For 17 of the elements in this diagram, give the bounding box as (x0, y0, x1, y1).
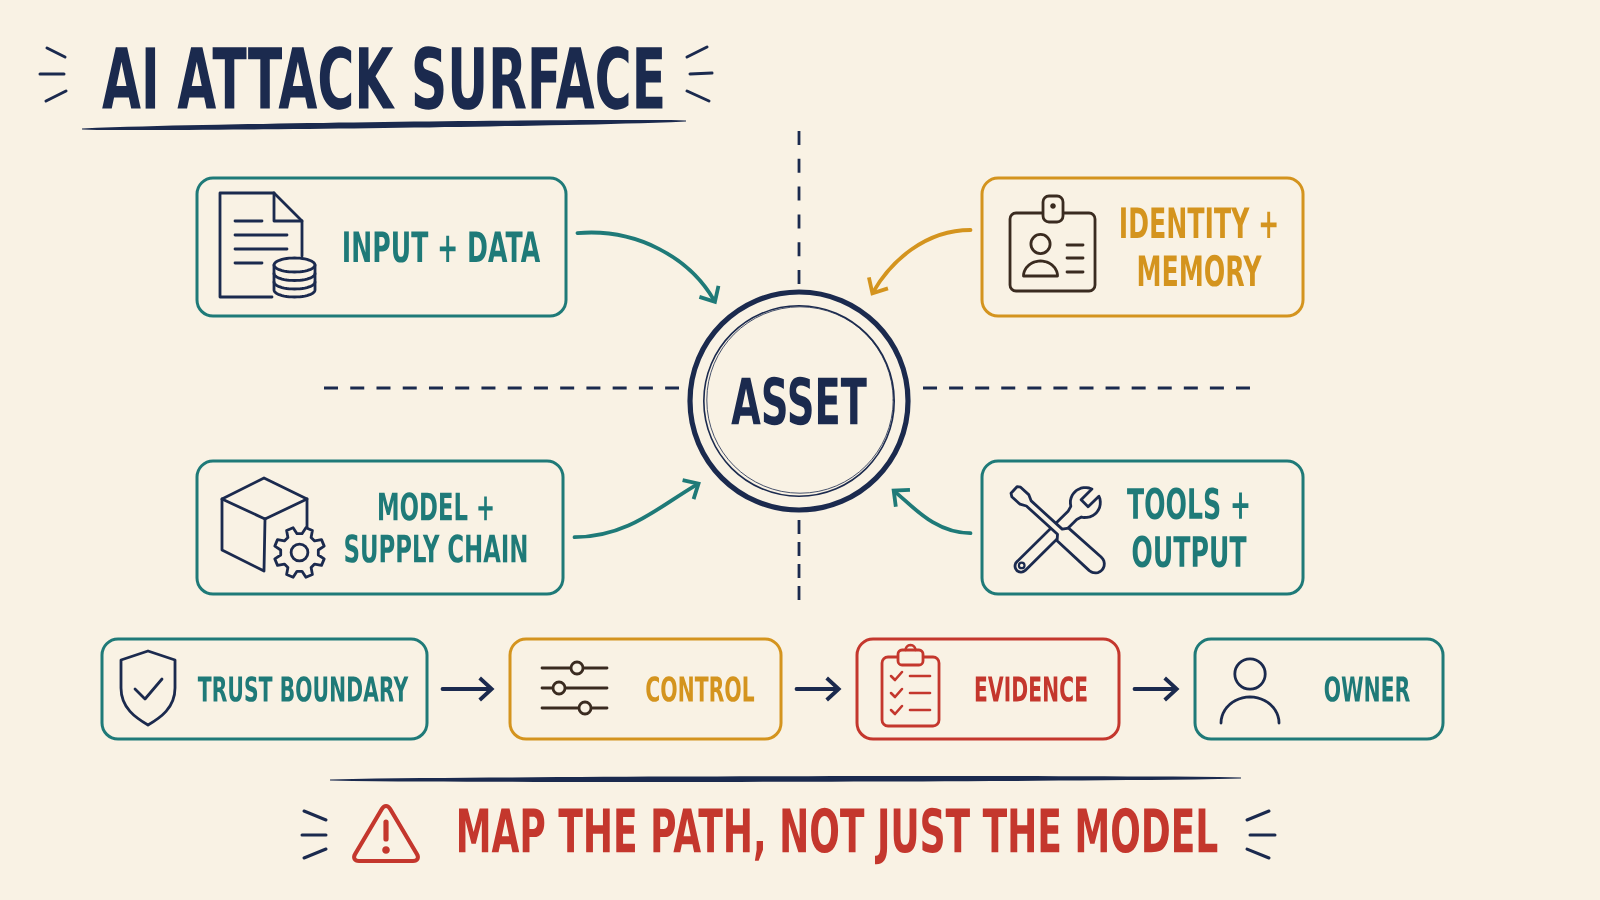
rounded-box: TOOLS + OUTPUT (980, 459, 1305, 596)
heading: AI ATTACK SURFACE (102, 46, 663, 110)
curved-arrow (891, 488, 973, 536)
rounded-box: EVIDENCE (855, 637, 1121, 741)
arrow (440, 676, 495, 702)
curved-arrow (572, 478, 701, 540)
rounded-box: INPUT + DATA (195, 176, 568, 318)
rounded-box: CONTROL (508, 637, 783, 741)
rounded-box: MODEL + SUPPLY CHAIN (195, 459, 565, 596)
curved-arrow (867, 228, 973, 296)
slogan: MAP THE PATH, NOT JUST THE MODEL (459, 807, 1218, 865)
rounded-box: IDENTITY + MEMORY (980, 176, 1305, 318)
curved-arrow (575, 230, 721, 305)
rounded-box: TRUST BOUNDARY (100, 637, 429, 741)
arrow (1132, 676, 1180, 702)
arrow (794, 676, 842, 702)
rounded-box: OWNER (1193, 637, 1445, 741)
